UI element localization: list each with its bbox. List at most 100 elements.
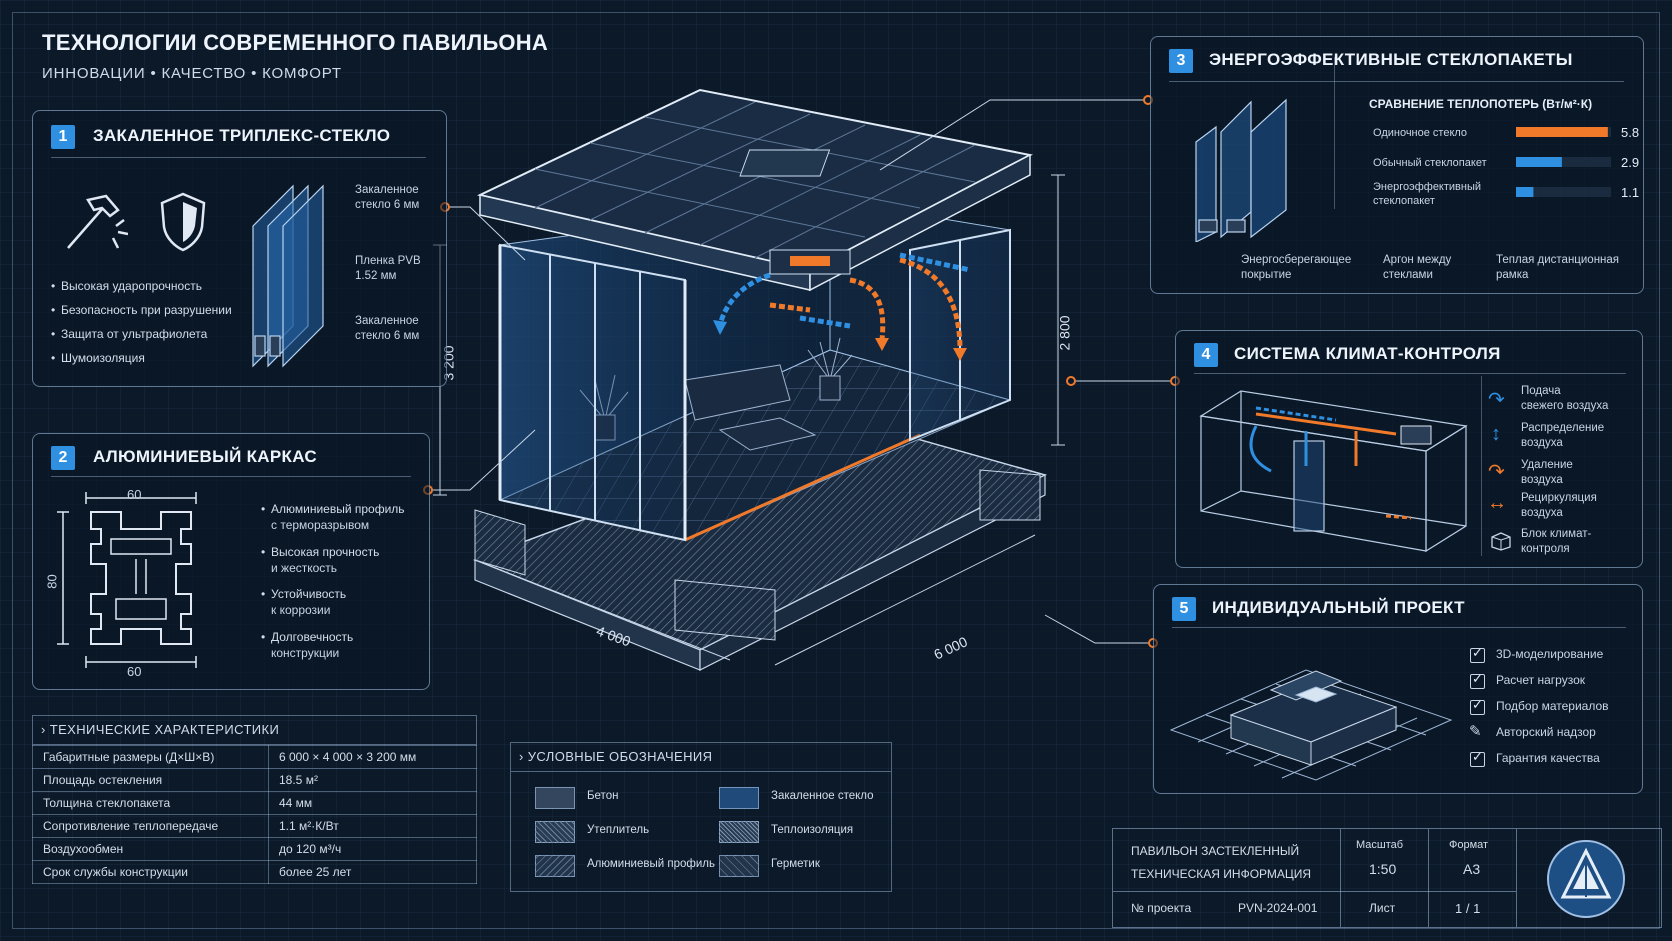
spec-value: более 25 лет: [268, 860, 477, 884]
layer-label-line1: Закаленное: [355, 315, 419, 327]
layer-label-line2: стекло 6 мм: [355, 199, 420, 211]
callout-line1: Теплая дистанционная: [1496, 254, 1620, 266]
project-item: Гарантия качества: [1496, 751, 1600, 765]
panel-custom-project: 5 ИНДИВИДУАЛЬНЫЙ ПРОЕКТ 3D-моделирование…: [1153, 584, 1643, 794]
distribution-arrow-icon: ↕: [1491, 423, 1501, 445]
table-row: Габаритные размеры (Д×Ш×В)6 000 × 4 000 …: [32, 745, 477, 769]
legend-line1: Рециркуляция: [1521, 492, 1597, 504]
project-item: Расчет нагрузок: [1496, 673, 1586, 687]
chart-category-label: стеклопакет: [1373, 195, 1435, 207]
spec-table: Габаритные размеры (Д×Ш×В)6 000 × 4 000 …: [32, 745, 477, 884]
project-item: Авторский надзор: [1496, 725, 1596, 739]
chart-bar: [1516, 187, 1534, 197]
callout-line2: покрытие: [1241, 269, 1292, 281]
bullet-item-line2: к коррозии: [271, 603, 331, 617]
plant-right: [807, 337, 853, 401]
legend-title-row: › УСЛОВНЫЕ ОБОЗНАЧЕНИЯ: [511, 743, 891, 772]
pencil-icon: ✎: [1469, 723, 1482, 740]
spec-table-title-row: › ТЕХНИЧЕСКИЕ ХАРАКТЕРИСТИКИ: [32, 715, 477, 745]
bullet-item: Шумоизоляция: [51, 351, 145, 366]
distribution-arrowhead: [953, 348, 967, 361]
layer-label-line1: Пленка PVB: [355, 255, 421, 267]
panel-number-badge: 5: [1172, 597, 1196, 621]
title-block: ПАВИЛЬОН ЗАСТЕКЛЕННЫЙ ТЕХНИЧЕСКАЯ ИНФОРМ…: [1112, 828, 1662, 928]
bullet-item: Высокая ударопрочность: [51, 279, 202, 294]
legend-swatch-concrete: [535, 787, 575, 809]
legend-line2: воздуха: [1521, 474, 1563, 486]
legend-label: Утеплитель: [587, 824, 650, 836]
exhaust-arrowhead: [875, 338, 889, 351]
roof-fascia-right: [809, 153, 1031, 292]
panel-aluminium-frame: 2 АЛЮМИНИЕВЫЙ КАРКАС 60 80 60 Алюминиевы…: [32, 433, 430, 690]
titleblock-format-label: Формат: [1449, 839, 1489, 851]
triplex-glass-diagram: [252, 184, 324, 368]
page-subtitle: ИННОВАЦИИ • КАЧЕСТВО • КОМФОРТ: [42, 65, 342, 82]
panel-triplex-glass: 1 ЗАКАЛЕННОЕ ТРИПЛЕКС-СТЕКЛО Высокая уда…: [32, 110, 447, 387]
divider-vertical: [1334, 57, 1335, 209]
divider: [51, 157, 426, 158]
spec-key: Толщина стеклопакета: [32, 791, 269, 815]
aluminium-profile-drawing: [57, 492, 197, 668]
drawing-frame: [12, 12, 1660, 929]
climate-system-diagram: [1199, 390, 1468, 553]
profile-dim-bottom: 60: [127, 664, 142, 679]
chart-category-label: Обычный стеклопакет: [1373, 157, 1487, 169]
page-title: ТЕХНОЛОГИИ СОВРЕМЕННОГО ПАВИЛЬОНА: [42, 30, 549, 55]
company-logo: [1547, 840, 1625, 918]
recirculation-arrow-icon: ↔: [1487, 492, 1507, 514]
legend-swatch-tempered-glass: [719, 787, 759, 809]
panel-title: ЗАКАЛЕННОЕ ТРИПЛЕКС-СТЕКЛО: [93, 126, 391, 145]
legend-block: › УСЛОВНЫЕ ОБОЗНАЧЕНИЯ Бетон Утеплитель …: [510, 742, 892, 892]
climate-unit-icon: [1491, 532, 1511, 551]
project-item: 3D-моделирование: [1496, 647, 1604, 661]
panel-title: СИСТЕМА КЛИМАТ-КОНТРОЛЯ: [1234, 344, 1501, 363]
layer-label-line1: Закаленное: [355, 184, 419, 196]
legend-line2: воздуха: [1521, 437, 1563, 449]
floor-heating-line: [684, 433, 921, 542]
divider-vertical: [1481, 376, 1482, 556]
bullet-item-line1: Устойчивость: [261, 587, 346, 602]
bullet-item-line1: Долговечность: [261, 630, 353, 645]
spec-key: Сопротивление теплопередаче: [32, 814, 269, 838]
panel-number-badge: 4: [1194, 343, 1218, 367]
checkbox-icon: [1470, 645, 1485, 663]
legend-label: Герметик: [771, 858, 820, 870]
callout-line2: рамка: [1496, 269, 1529, 281]
chevron-right-icon: ›: [519, 749, 524, 764]
legend-title: УСЛОВНЫЕ ОБОЗНАЧЕНИЯ: [527, 749, 713, 764]
spec-table-title: ТЕХНИЧЕСКИЕ ХАРАКТЕРИСТИКИ: [49, 722, 280, 737]
checkbox-icon: [1470, 671, 1485, 689]
chart-bar-track: [1516, 187, 1611, 197]
legend-line2: свежего воздуха: [1521, 400, 1609, 412]
legend-line1: Блок климат-: [1521, 528, 1592, 540]
legend-swatch-thermal-insulation: [719, 821, 759, 843]
titleblock-name-line1: ПАВИЛЬОН ЗАСТЕКЛЕННЫЙ: [1131, 844, 1300, 858]
exhaust-arrow-icon: ↷: [1488, 461, 1505, 483]
chevron-right-icon: ›: [41, 722, 46, 737]
bullet-item-line2: и жесткость: [271, 561, 338, 575]
spec-table-block: › ТЕХНИЧЕСКИЕ ХАРАКТЕРИСТИКИ Габаритные …: [32, 715, 477, 884]
panel-number-badge: 3: [1169, 49, 1193, 73]
legend-line1: Удаление: [1521, 459, 1573, 471]
legend-line1: Подача: [1521, 385, 1561, 397]
chart-bar-track: [1516, 157, 1611, 167]
titleblock-sheet-label: Лист: [1369, 901, 1396, 915]
titleblock-project-value: PVN-2024-001: [1238, 901, 1318, 915]
spec-value: 44 мм: [268, 791, 477, 815]
spec-key: Воздухообмен: [32, 837, 269, 861]
pavilion-illustration: [433, 88, 1065, 671]
project-item: Подбор материалов: [1496, 699, 1609, 713]
divider: [51, 476, 411, 477]
chart-bar: [1516, 157, 1562, 167]
checkbox-icon: [1470, 697, 1485, 715]
callout-line2: стеклами: [1383, 269, 1433, 281]
pier-front: [674, 579, 776, 641]
hammer-icon: [67, 194, 128, 249]
legend-label: Теплоизоляция: [771, 824, 854, 836]
panel-climate-control: 4 СИСТЕМА КЛИМАТ-КОНТРОЛЯ ↷ Подача свеже…: [1175, 330, 1643, 568]
chart-value-label: 2.9: [1621, 155, 1639, 170]
